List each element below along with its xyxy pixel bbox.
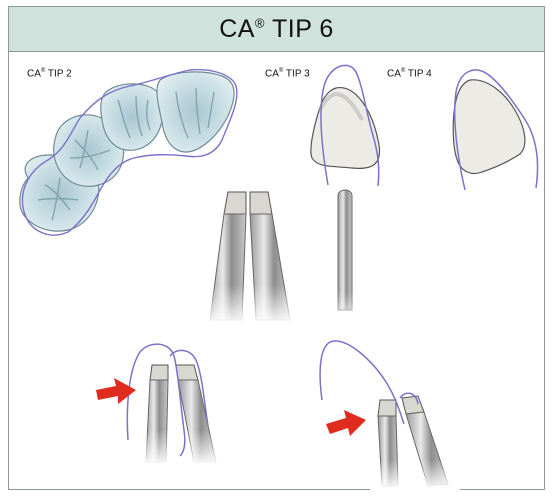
instrument-pair-front <box>200 192 300 325</box>
tip-3-tooth <box>311 65 380 186</box>
instrument-side <box>328 190 362 328</box>
arrow-right <box>326 410 366 436</box>
occlusal-teeth-illustration <box>20 70 237 235</box>
tip-4-tooth <box>453 70 537 190</box>
instrument-pair-right <box>320 341 460 490</box>
instrument-pair-left <box>96 344 225 466</box>
